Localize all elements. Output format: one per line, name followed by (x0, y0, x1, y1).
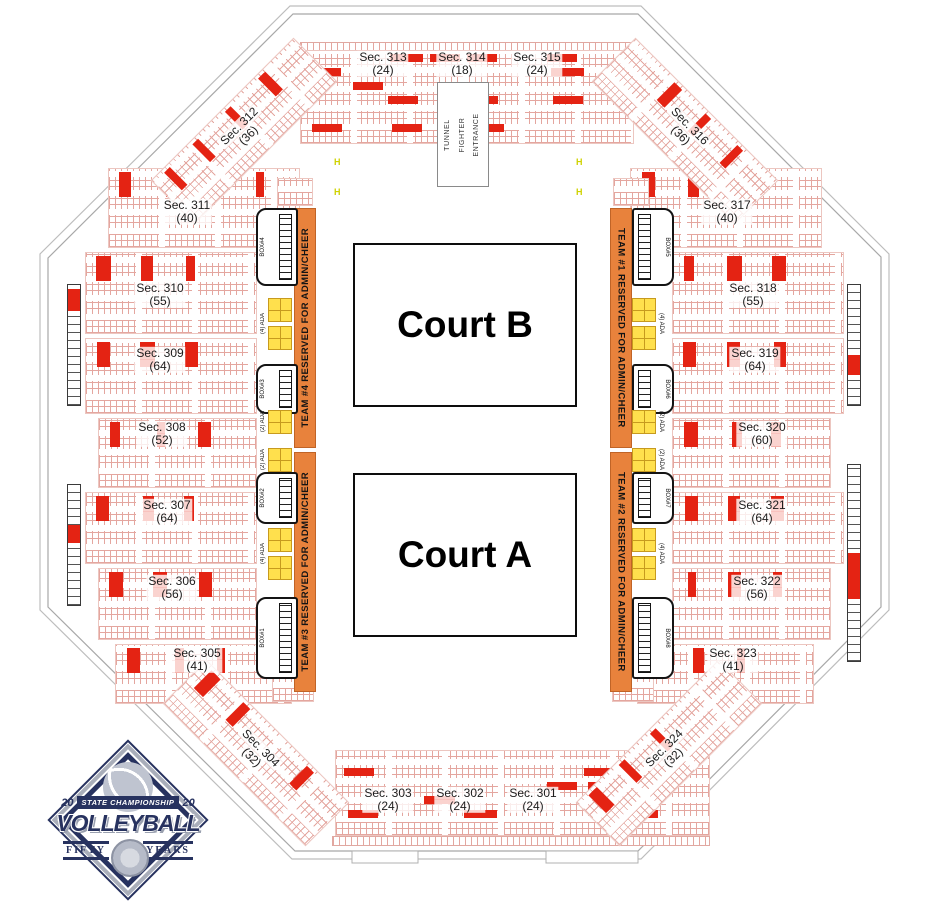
box-4[interactable]: BOX#4 (256, 208, 298, 286)
section-label-313: Sec. 313(24) (357, 49, 409, 78)
logo-title: VOLLEYBALL (56, 810, 200, 836)
box-seat-rows (279, 603, 292, 673)
section-label-309: Sec. 309(64) (134, 345, 186, 374)
section-label-318: Sec. 318(55) (727, 280, 779, 309)
section-label-323: Sec. 323(41) (707, 645, 759, 674)
ada-4-left-lower[interactable]: (4) ADA (260, 528, 296, 580)
floor-marker-h: H (334, 187, 341, 197)
ada-seat-cluster (268, 556, 292, 580)
ada-seat-cluster (632, 410, 656, 434)
volleyball-logo: 20 STATE CHAMPIONSHIP 20 VOLLEYBALL FIFT… (47, 739, 209, 901)
box-seat-rows (638, 478, 651, 518)
ada-seat-cluster (268, 410, 292, 434)
ada-4-right-lower[interactable]: (4) ADA (632, 528, 668, 580)
box-seat-rows (279, 370, 292, 408)
section-label-310: Sec. 310(55) (134, 280, 186, 309)
box-seat-rows (279, 214, 292, 280)
ada-seat-cluster (268, 448, 292, 472)
floor-marker-h: H (576, 157, 583, 167)
ada-seat-cluster (632, 556, 656, 580)
team3-reserved-bar[interactable]: TEAM #3 RESERVED FOR ADMIN/CHEER (294, 452, 316, 692)
walkway-hatch (847, 464, 861, 662)
ada-seat-cluster (268, 298, 292, 322)
section-label-320: Sec. 320(60) (736, 419, 788, 448)
box-1[interactable]: BOX#1 (256, 597, 298, 679)
section-label-302: Sec. 302(24) (434, 785, 486, 814)
ada-4-right-upper[interactable]: (4) ADA (632, 298, 668, 350)
floor-marker-h: H (576, 187, 583, 197)
box-seat-rows (638, 370, 651, 408)
box-6[interactable]: BOX#6 (632, 364, 674, 414)
logo-year-right: 20 (182, 796, 195, 809)
tunnel-fighter-entrance: TUNNEL FIGHTER ENTRANCE (437, 82, 489, 187)
ada-seat-cluster (632, 528, 656, 552)
logo-year-left: 20 (61, 796, 74, 809)
box-3[interactable]: BOX#3 (256, 364, 298, 414)
section-308[interactable] (98, 418, 257, 488)
ada-2-left-lower[interactable]: (2) ADA (260, 448, 296, 472)
section-label-319: Sec. 319(64) (729, 345, 781, 374)
ada-seat-cluster (632, 298, 656, 322)
section-label-321: Sec. 321(64) (736, 497, 788, 526)
section-label-315: Sec. 315(24) (511, 49, 563, 78)
section-label-311: Sec. 311(40) (161, 197, 213, 226)
section-label-301: Sec. 301(24) (507, 785, 559, 814)
walkway-hatch (67, 284, 81, 406)
ada-4-left-upper[interactable]: (4) ADA (260, 298, 296, 350)
section-label-314: Sec. 314(18) (436, 49, 488, 78)
seat-row-strip-bottom (332, 836, 710, 846)
section-label-308: Sec. 308(52) (136, 419, 188, 448)
team1-reserved-bar[interactable]: TEAM #1 RESERVED FOR ADMIN/CHEER (610, 208, 632, 448)
section-label-317: Sec. 317(40) (701, 197, 753, 226)
team2-reserved-bar[interactable]: TEAM #2 RESERVED FOR ADMIN/CHEER (610, 452, 632, 692)
seat-patch (277, 178, 313, 206)
floor-marker-h: H (334, 157, 341, 167)
box-seat-rows (638, 214, 651, 280)
ada-2-right-upper[interactable]: (2) ADA (632, 410, 668, 434)
box-7[interactable]: BOX#7 (632, 472, 674, 524)
box-seat-rows (638, 603, 651, 673)
logo-anniversary-row: FIFTY YEARS (63, 841, 193, 860)
box-8[interactable]: BOX#8 (632, 597, 674, 679)
box-5[interactable]: BOX#5 (632, 208, 674, 286)
section-label-305: Sec. 305(41) (171, 645, 223, 674)
logo-fifty: FIFTY (63, 841, 109, 860)
section-label-322: Sec. 322(56) (731, 573, 783, 602)
court-b: Court B (353, 243, 577, 407)
section-label-303: Sec. 303(24) (362, 785, 414, 814)
walkway-hatch (847, 284, 861, 406)
section-320[interactable] (672, 418, 831, 488)
tunnel-label: TUNNEL FIGHTER ENTRANCE (443, 112, 481, 157)
box-seat-rows (279, 478, 292, 518)
ada-seat-cluster (268, 326, 292, 350)
team4-reserved-bar[interactable]: TEAM #4 RESERVED FOR ADMIN/CHEER (294, 208, 316, 448)
section-321[interactable] (672, 492, 844, 564)
ada-2-left-upper[interactable]: (2) ADA (260, 410, 296, 434)
logo-banner: STATE CHAMPIONSHIP (76, 796, 180, 809)
anniversary-medallion (111, 839, 149, 877)
seat-patch (613, 178, 649, 206)
ada-seat-cluster (632, 326, 656, 350)
box-2[interactable]: BOX#2 (256, 472, 298, 524)
ada-seat-cluster (268, 528, 292, 552)
section-label-307: Sec. 307(64) (141, 497, 193, 526)
logo-banner-row: 20 STATE CHAMPIONSHIP 20 (56, 796, 200, 809)
ada-2-right-lower[interactable]: (2) ADA (632, 448, 668, 472)
ada-seat-cluster (632, 448, 656, 472)
section-label-306: Sec. 306(56) (146, 573, 198, 602)
logo-years: YEARS (143, 841, 193, 860)
court-a: Court A (353, 473, 577, 637)
walkway-hatch (67, 484, 81, 606)
